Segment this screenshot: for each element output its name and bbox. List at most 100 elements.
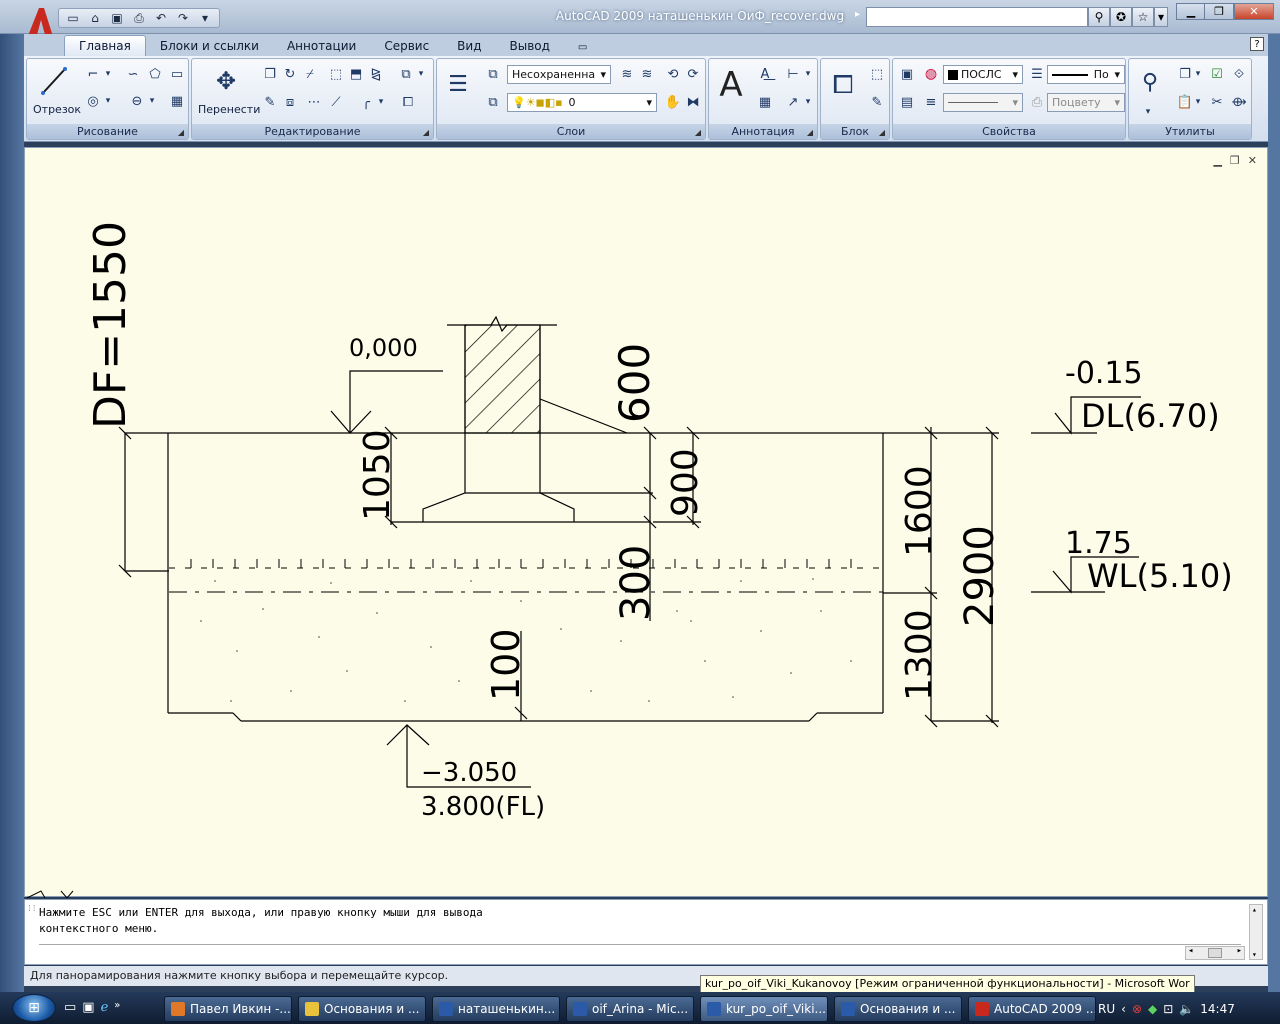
- move-tool-label[interactable]: Перенести: [198, 103, 261, 116]
- multiline-text-icon[interactable]: A: [719, 65, 743, 105]
- panel-properties-title[interactable]: Свойства: [893, 124, 1125, 139]
- tab-view[interactable]: Вид: [457, 39, 482, 53]
- polygon-icon[interactable]: ⬠: [149, 66, 161, 82]
- polyline-icon[interactable]: ⌐: [87, 66, 99, 82]
- lineweight-list-icon[interactable]: ≡: [925, 94, 937, 110]
- explode-icon[interactable]: ⧈: [285, 94, 295, 110]
- layer-freeze-icon[interactable]: ✋: [664, 94, 682, 110]
- array-dropdown-icon[interactable]: ▾: [418, 69, 424, 79]
- tab-home[interactable]: Главная: [64, 35, 146, 56]
- rectangle-icon[interactable]: ▭: [170, 66, 184, 82]
- move-icon[interactable]: ✥: [215, 67, 237, 95]
- search-input[interactable]: [866, 7, 1088, 27]
- command-line-window[interactable]: ⁞⁞ Нажмите ESC или ENTER для выхода, или…: [24, 899, 1268, 965]
- lineweight-select[interactable]: ▾: [943, 93, 1023, 112]
- qat-dropdown-icon[interactable]: ▾: [201, 11, 209, 25]
- drawing-canvas[interactable]: ▁ ❐ ✕: [24, 147, 1268, 898]
- circle-icon[interactable]: ◎: [87, 93, 99, 109]
- viewport-minimize-icon[interactable]: ▁: [1213, 154, 1222, 167]
- maximize-window-icon[interactable]: ❐: [1204, 3, 1234, 20]
- paste-dropdown-icon[interactable]: ▾: [1195, 97, 1201, 107]
- fillet-dropdown-icon[interactable]: ▾: [378, 97, 384, 107]
- panel-modify-title[interactable]: Редактирование: [192, 124, 433, 139]
- search-options-icon[interactable]: ▾: [1154, 7, 1168, 27]
- hatch-icon[interactable]: ▦: [170, 93, 184, 109]
- array-icon[interactable]: ⧉: [401, 66, 411, 82]
- erase-icon[interactable]: ✎: [264, 94, 276, 110]
- taskbar-item-3[interactable]: наташенькин...: [432, 996, 560, 1022]
- tab-annotate[interactable]: Аннотации: [286, 39, 357, 53]
- panel-draw-expand-icon[interactable]: ◢: [177, 128, 184, 137]
- fillet-icon[interactable]: ╭: [362, 94, 370, 110]
- select-all-icon[interactable]: ⟴: [1231, 94, 1247, 110]
- stretch-icon[interactable]: ⬚: [329, 66, 343, 82]
- circle-dropdown-icon[interactable]: ▾: [105, 96, 111, 106]
- line-tool-label[interactable]: Отрезок: [33, 103, 82, 116]
- command-hscrollbar[interactable]: ◂ ▸: [1185, 946, 1245, 960]
- ellipse-icon[interactable]: ⊖: [131, 93, 143, 109]
- favorites-icon[interactable]: ☆: [1132, 7, 1154, 27]
- title-arrow-icon[interactable]: ▸: [855, 9, 861, 20]
- scroll-thumb[interactable]: [1208, 948, 1222, 958]
- table-icon[interactable]: ▦: [758, 94, 772, 110]
- panel-modify-expand-icon[interactable]: ◢: [422, 128, 429, 137]
- network-icon[interactable]: ⊡: [1163, 1002, 1174, 1016]
- scale-icon[interactable]: ⬒: [349, 66, 363, 82]
- zoom-dropdown-icon[interactable]: ▾: [1145, 107, 1151, 117]
- line-tool-icon[interactable]: [39, 65, 69, 97]
- print-icon[interactable]: ⎙: [134, 10, 144, 25]
- quick-launch-more-icon[interactable]: »: [114, 1000, 121, 1011]
- clipboard-dropdown-icon[interactable]: ▾: [1195, 69, 1201, 79]
- panel-layers-expand-icon[interactable]: ◢: [694, 128, 701, 137]
- panel-block-expand-icon[interactable]: ◢: [878, 128, 885, 137]
- taskbar-item-6[interactable]: Основания и ...: [834, 996, 962, 1022]
- copy-clipboard-icon[interactable]: ❐: [1179, 66, 1191, 82]
- help-icon[interactable]: ?: [1250, 37, 1264, 51]
- leader-dropdown-icon[interactable]: ▾: [805, 97, 811, 107]
- layer-unisolate-icon[interactable]: ⟳: [687, 66, 699, 82]
- insert-block-icon[interactable]: ⧠: [832, 69, 854, 100]
- layer-state-icon[interactable]: ⧉: [488, 66, 498, 82]
- tab-blocks[interactable]: Блоки и ссылки: [159, 39, 259, 53]
- clock[interactable]: 14:47: [1200, 1002, 1235, 1016]
- panel-utilities-title[interactable]: Утилиты: [1129, 124, 1251, 139]
- save-icon[interactable]: ▣: [111, 11, 123, 25]
- create-block-icon[interactable]: ⬚: [870, 66, 884, 82]
- show-desktop-icon[interactable]: ▭: [64, 1000, 77, 1015]
- list-icon[interactable]: ▤: [900, 94, 914, 110]
- minimize-window-icon[interactable]: ▁: [1176, 3, 1206, 20]
- volume-icon[interactable]: 🔈: [1179, 1002, 1195, 1016]
- polyline-dropdown-icon[interactable]: ▾: [105, 69, 111, 79]
- security-icon[interactable]: ◆: [1148, 1002, 1158, 1016]
- offset-icon[interactable]: ⧠: [402, 94, 414, 110]
- edit-block-icon[interactable]: ✎: [871, 94, 883, 110]
- close-window-icon[interactable]: ✕: [1234, 3, 1274, 20]
- layer-state-select[interactable]: Несохраненна▾: [507, 65, 611, 84]
- rotate-icon[interactable]: ↻: [284, 66, 296, 82]
- layer-match-icon[interactable]: ≋: [641, 66, 653, 82]
- break-icon[interactable]: ⋯: [307, 94, 321, 110]
- lineweight-icon[interactable]: ☰: [1031, 66, 1043, 82]
- linear-dimension-icon[interactable]: ⊢: [787, 66, 799, 82]
- taskbar-item-7[interactable]: AutoCAD 2009 ...: [968, 996, 1096, 1022]
- tab-tools[interactable]: Сервис: [384, 39, 430, 53]
- new-file-icon[interactable]: ▭: [67, 11, 79, 25]
- color-select[interactable]: ПОСЛС▾: [943, 65, 1023, 84]
- extend-icon[interactable]: ⟋: [331, 94, 341, 110]
- plot-style-select[interactable]: Поцвету▾: [1047, 93, 1125, 112]
- communication-center-icon[interactable]: ✪: [1110, 7, 1132, 27]
- taskbar-item-2[interactable]: Основания и ...: [298, 996, 426, 1022]
- taskbar-item-5[interactable]: kur_po_oif_Viki...: [700, 996, 828, 1022]
- tray-expand-icon[interactable]: ‹: [1121, 1002, 1126, 1016]
- ie-icon[interactable]: ℯ: [100, 1000, 109, 1015]
- language-indicator[interactable]: RU: [1098, 1002, 1116, 1016]
- cut-icon[interactable]: ✂: [1211, 94, 1223, 110]
- antivirus-icon[interactable]: ⊗: [1131, 1002, 1142, 1016]
- panel-annotation-expand-icon[interactable]: ◢: [806, 128, 813, 137]
- redo-icon[interactable]: ↷: [177, 11, 189, 25]
- taskbar-item-1[interactable]: Павел Ивкин -...: [164, 996, 292, 1022]
- command-vscrollbar[interactable]: ▴ ▾: [1249, 904, 1263, 960]
- viewport-restore-icon[interactable]: ❐: [1229, 154, 1240, 167]
- layer-off-icon[interactable]: ⧓: [686, 94, 700, 110]
- match-properties-icon[interactable]: ▣: [900, 66, 914, 82]
